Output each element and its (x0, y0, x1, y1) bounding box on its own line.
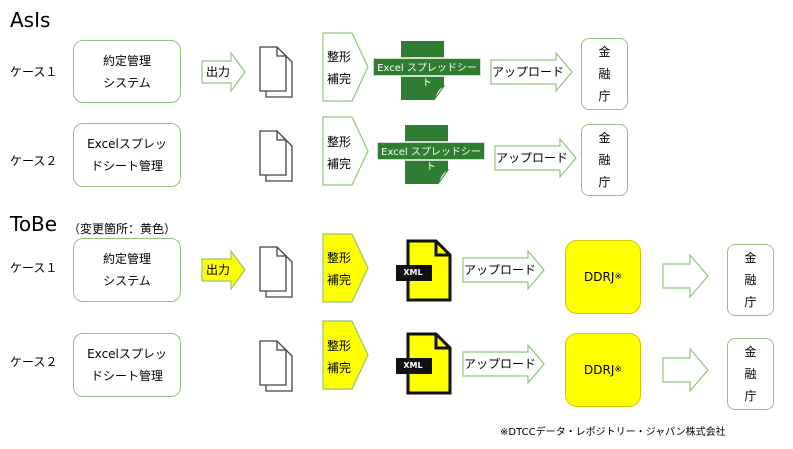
tobe-case2-system-box: Excelスプレッ ドシート管理 (73, 333, 181, 397)
tobe-case2-ddrj-mark: ※ (614, 365, 622, 375)
tobe-case2-agency-box: 金 融 庁 (727, 338, 774, 410)
tobe-subtitle: （変更箇所：黄色） (68, 222, 177, 236)
asis-title: AsIs (10, 8, 51, 32)
footnote: ※DTCCデータ・レポジトリー・ジャパン株式会社 (500, 427, 726, 438)
asis-case1-system-box: 約定管理 システム (73, 40, 181, 103)
asis-case2-excel-icon (376, 125, 486, 185)
asis-case2-system-box: Excelスプレッ ドシート管理 (73, 123, 181, 187)
asis-case1-format-arrow (322, 32, 369, 102)
tobe-case1-label: ケース１ (10, 261, 58, 275)
tobe-title: ToBe (10, 212, 58, 236)
asis-case1-excel-icon (372, 41, 482, 101)
tobe-case1-upload-label: アップロード (464, 263, 537, 277)
asis-case2-excel-label: Excel スプレッドシート (381, 147, 481, 173)
asis-case1-upload-arrow (490, 51, 573, 93)
tobe-case1-ddrj-box: DDRJ※ (565, 240, 641, 314)
asis-case1-upload-label: アップロード (492, 65, 565, 79)
tobe-case2-xml-label: XML (403, 361, 423, 370)
asis-case2-format-arrow (322, 116, 369, 186)
asis-case1-output-label: 出力 (205, 65, 230, 79)
tobe-case1-ddrj-mark: ※ (614, 272, 622, 282)
asis-case1-output-arrow (201, 51, 246, 93)
tobe-case2-ddrj-box: DDRJ※ (565, 333, 641, 407)
tobe-case2-label: ケース２ (10, 355, 58, 369)
asis-case2-agency-box: 金 融 庁 (581, 124, 628, 196)
tobe-case2-format-label: 整形 補完 (326, 339, 351, 375)
tobe-case1-xml-icon (396, 239, 452, 302)
tobe-case1-document-icon (259, 246, 293, 298)
asis-case2-upload-label: アップロード (496, 151, 569, 165)
tobe-case1-xml-label: XML (403, 268, 423, 277)
tobe-case1-output-label: 出力 (205, 263, 230, 277)
tobe-case2-format-arrow (322, 320, 369, 390)
asis-case2-label: ケース２ (10, 154, 58, 168)
tobe-case1-upload-arrow (462, 249, 545, 291)
tobe-case1-format-label: 整形 補完 (326, 251, 351, 287)
asis-case1-excel-label: Excel スプレッドシート (377, 63, 477, 89)
tobe-case1-format-arrow (322, 233, 369, 303)
asis-case1-label: ケース１ (10, 65, 58, 79)
tobe-case2-submit-arrow (662, 347, 709, 393)
tobe-case1-system-box: 約定管理 システム (73, 238, 181, 302)
tobe-case1-ddrj-label: DDRJ (584, 270, 615, 284)
asis-case1-format-label: 整形 補完 (326, 50, 351, 86)
tobe-case2-xml-icon (396, 332, 452, 395)
asis-case2-document-icon (259, 130, 293, 182)
asis-case2-format-label: 整形 補完 (326, 135, 351, 171)
asis-case1-document-icon (259, 46, 293, 98)
tobe-case2-document-icon (259, 340, 293, 392)
tobe-case1-submit-arrow (662, 253, 709, 299)
asis-case1-agency-box: 金 融 庁 (581, 38, 628, 110)
tobe-case2-upload-arrow (462, 343, 545, 385)
asis-case2-upload-arrow (494, 137, 577, 179)
tobe-case1-output-arrow (201, 249, 246, 291)
tobe-case2-upload-label: アップロード (464, 357, 537, 371)
tobe-case2-ddrj-label: DDRJ (584, 363, 615, 377)
tobe-case1-agency-box: 金 融 庁 (727, 244, 774, 316)
